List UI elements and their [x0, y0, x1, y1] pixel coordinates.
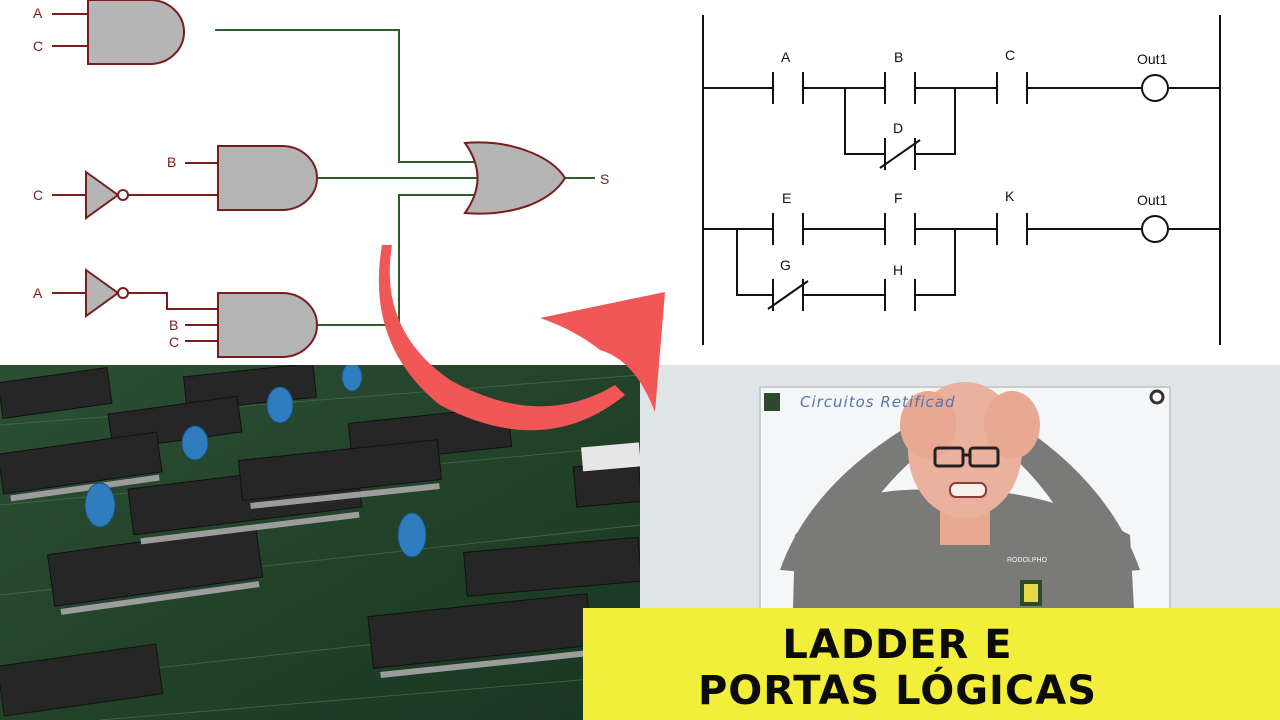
logic-gate-diagram: A C C B A B C S: [0, 0, 640, 365]
contact-g-label: G: [780, 257, 791, 273]
capacitors: [84, 365, 427, 558]
rung-1: [703, 72, 1220, 170]
contact-a-label: A: [781, 49, 791, 65]
or-gate: [463, 141, 567, 215]
output-s-label: S: [600, 171, 609, 187]
gate2-input-b-label: B: [167, 154, 176, 170]
gate3-input-wires: [52, 292, 218, 342]
and-gate-1: [87, 0, 185, 65]
contact-b-label: B: [894, 49, 903, 65]
not-gate-1-bubble: [117, 189, 129, 201]
contact-c-label: C: [1005, 47, 1015, 63]
contact-f-label: F: [894, 190, 903, 206]
coil-out1-label-1: Out1: [1137, 51, 1168, 67]
gate3-input-a-label: A: [33, 285, 43, 301]
gate2-input-wires: [52, 162, 218, 196]
gate3-input-c-label: C: [169, 334, 179, 350]
banner-title-line-1: LADDER E: [782, 622, 1013, 668]
presenter-illustration: [759, 382, 1171, 720]
gate2-input-c-label: C: [33, 187, 43, 203]
contact-e-label: E: [782, 190, 791, 206]
and-gate-2: [217, 145, 318, 211]
gate1-input-wires: [52, 13, 88, 47]
whiteboard-text: Circuitos Retificad: [800, 393, 956, 411]
ic-chips: [0, 365, 640, 717]
not-gate-2: [85, 268, 120, 318]
contact-d-label: D: [893, 120, 903, 136]
gate3-input-b-label: B: [169, 317, 178, 333]
gate1-input-a-label: A: [33, 5, 43, 21]
output-wires: [215, 29, 595, 326]
rung-2: [703, 213, 1220, 311]
gate1-input-c-label: C: [33, 38, 43, 54]
contact-k-label: K: [1005, 188, 1015, 204]
and-gate-3: [217, 292, 318, 358]
presenter-photo: Circuitos Retificad RODOLPHO: [640, 365, 1280, 720]
contact-h-label: H: [893, 262, 903, 278]
not-gate-1: [85, 170, 120, 220]
shirt-name-tag: RODOLPHO: [1007, 557, 1048, 564]
coil-out1-label-2: Out1: [1137, 192, 1168, 208]
title-banner: LADDER E PORTAS LÓGICAS: [583, 608, 1280, 720]
not-gate-2-bubble: [117, 287, 129, 299]
chip-pins: [10, 474, 590, 678]
ladder-diagram: A B C D Out1 E F K G H Out1: [640, 0, 1280, 365]
banner-title-line-2: PORTAS LÓGICAS: [697, 668, 1098, 714]
